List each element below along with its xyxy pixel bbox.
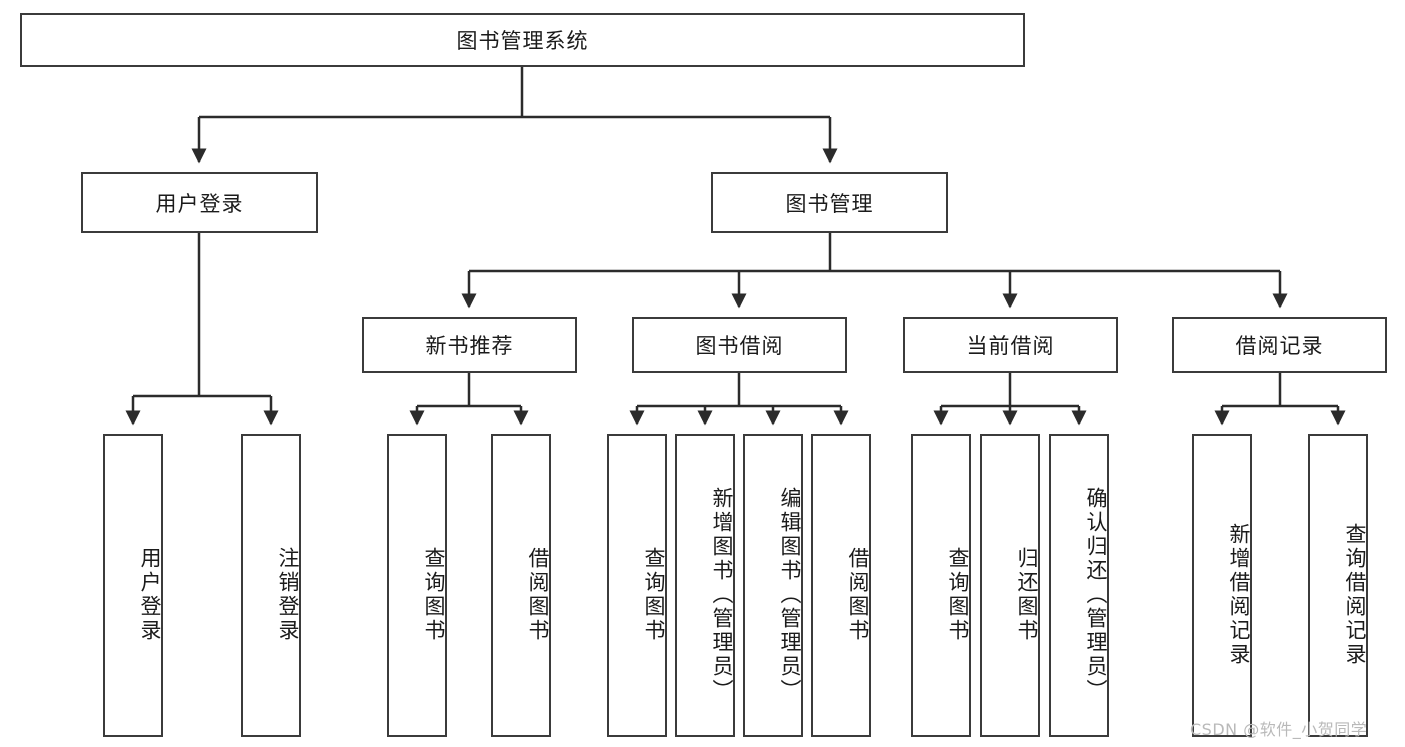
node-borrow-record[interactable]: 借阅记录 <box>1172 317 1387 373</box>
node-label: 查询借阅记录 <box>1343 522 1367 667</box>
node-leaf-edit-book[interactable]: 编辑图书（管理员） <box>743 434 803 737</box>
node-label: 新增图书（管理员） <box>710 486 734 703</box>
node-leaf-user-login[interactable]: 用户登录 <box>103 434 163 737</box>
node-label: 查询图书 <box>946 546 970 643</box>
node-new-book-recommend[interactable]: 新书推荐 <box>362 317 577 373</box>
node-label: 当前借阅 <box>966 334 1055 358</box>
node-label: 查询图书 <box>642 546 666 643</box>
node-label: 图书管理 <box>785 191 874 216</box>
node-leaf-borrow-book-2[interactable]: 借阅图书 <box>811 434 871 737</box>
node-label: 图书借阅 <box>695 334 784 358</box>
node-root-book-management-system[interactable]: 图书管理系统 <box>20 13 1025 67</box>
node-label: 用户登录 <box>138 546 162 643</box>
node-label: 图书管理系统 <box>456 29 589 53</box>
node-label: 借阅图书 <box>526 546 550 643</box>
node-label: 新书推荐 <box>425 334 514 358</box>
node-leaf-confirm-return[interactable]: 确认归还（管理员） <box>1049 434 1109 737</box>
node-leaf-add-record[interactable]: 新增借阅记录 <box>1192 434 1252 737</box>
node-label: 借阅记录 <box>1235 334 1324 358</box>
node-label: 新增借阅记录 <box>1227 522 1251 667</box>
node-label: 归还图书 <box>1015 546 1039 643</box>
node-leaf-query-book-1[interactable]: 查询图书 <box>387 434 447 737</box>
node-leaf-query-book-2[interactable]: 查询图书 <box>607 434 667 737</box>
node-current-borrow[interactable]: 当前借阅 <box>903 317 1118 373</box>
node-book-borrow[interactable]: 图书借阅 <box>632 317 847 373</box>
node-label: 编辑图书（管理员） <box>778 486 802 703</box>
node-label: 注销登录 <box>276 546 300 643</box>
node-leaf-borrow-book-1[interactable]: 借阅图书 <box>491 434 551 737</box>
node-leaf-logout-login[interactable]: 注销登录 <box>241 434 301 737</box>
watermark-csdn: CSDN @软件_小贺同学 <box>1190 720 1368 739</box>
node-leaf-query-record[interactable]: 查询借阅记录 <box>1308 434 1368 737</box>
node-label: 查询图书 <box>422 546 446 643</box>
node-leaf-query-book-3[interactable]: 查询图书 <box>911 434 971 737</box>
node-user-login[interactable]: 用户登录 <box>81 172 318 233</box>
node-leaf-add-book[interactable]: 新增图书（管理员） <box>675 434 735 737</box>
node-leaf-return-book[interactable]: 归还图书 <box>980 434 1040 737</box>
node-label: 借阅图书 <box>846 546 870 643</box>
node-book-manage[interactable]: 图书管理 <box>711 172 948 233</box>
node-label: 确认归还（管理员） <box>1084 486 1108 703</box>
node-label: 用户登录 <box>155 191 244 216</box>
